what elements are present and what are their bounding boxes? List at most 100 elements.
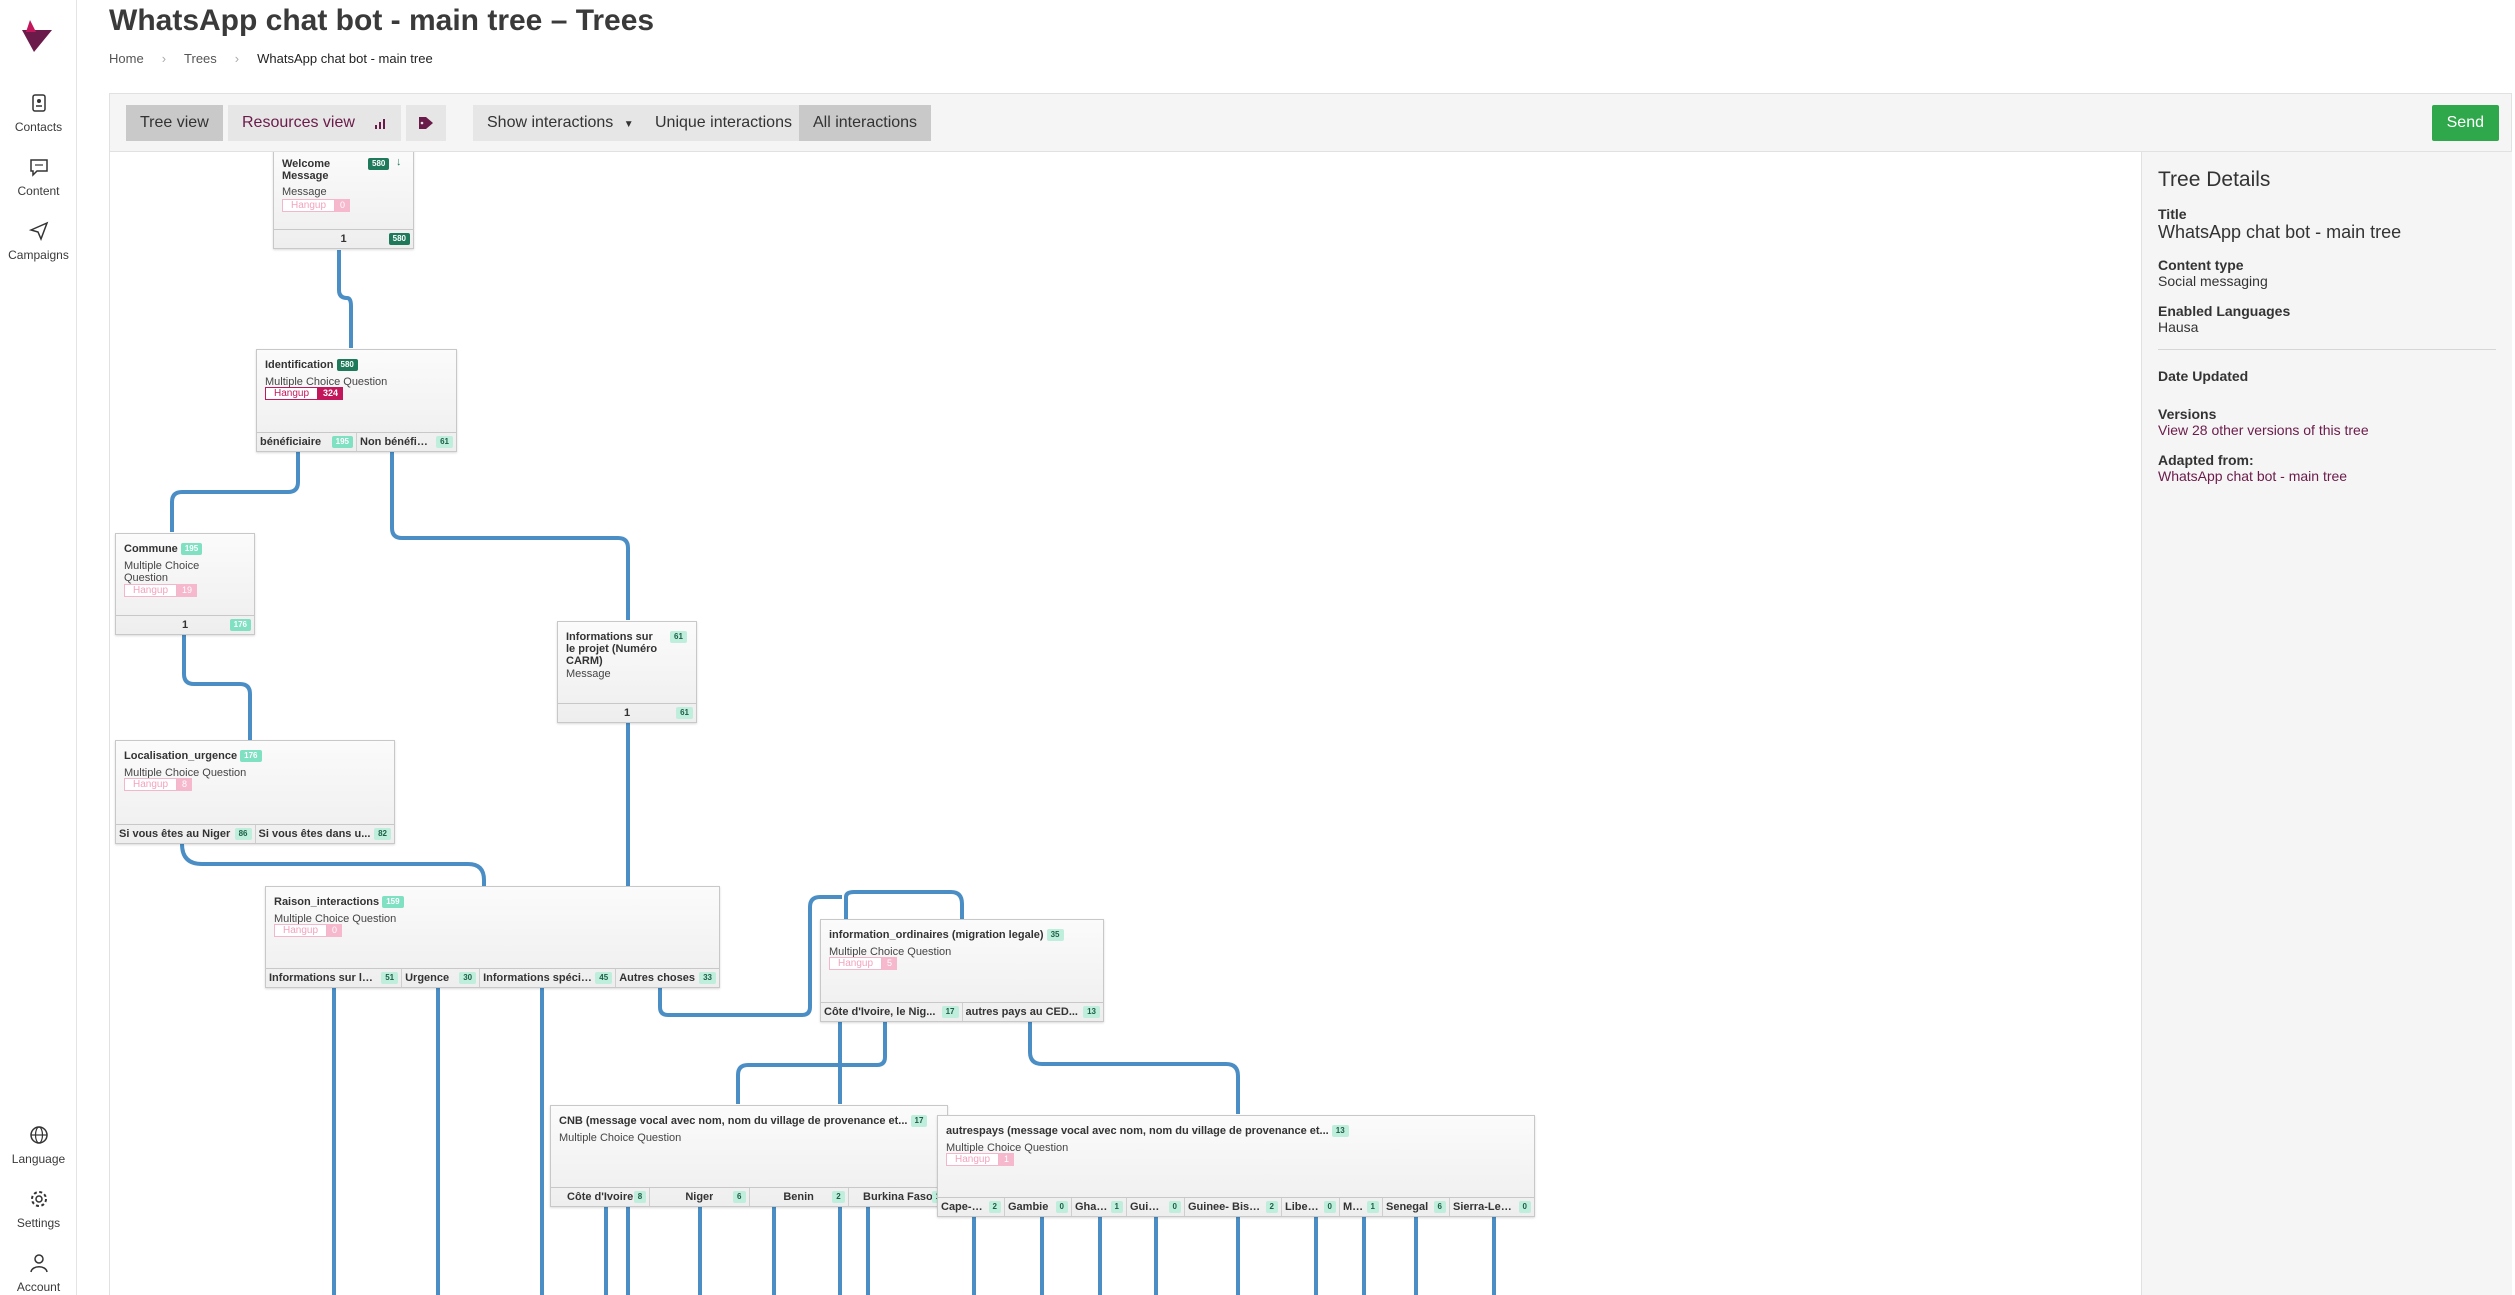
nav-contacts-label: Contacts	[14, 120, 63, 134]
hangup-indicator: Hangup 5	[829, 957, 898, 970]
tree-canvas[interactable]: Welcome Message 580 ↓ Message Hangup 0 1…	[109, 152, 2141, 1295]
node-title-text: CNB (message vocal avec nom, nom du vill…	[559, 1115, 908, 1127]
hangup-label: Hangup	[946, 1153, 1000, 1166]
show-interactions-dropdown[interactable]: Show interactions ▼	[473, 105, 648, 141]
node-exit[interactable]: Benin 2	[750, 1188, 849, 1206]
tree-view-button[interactable]: Tree view	[126, 105, 223, 141]
node-cnb[interactable]: CNB (message vocal avec nom, nom du vill…	[550, 1105, 948, 1207]
node-title-line: CARM)	[566, 655, 603, 667]
wire-welcome-identification	[337, 250, 353, 348]
node-information-ordinaires[interactable]: information_ordinaires (migration legale…	[820, 919, 1104, 1022]
node-exit[interactable]: Informations sur les... 51	[266, 969, 403, 987]
exit-count-badge: 2	[988, 1201, 1001, 1213]
exit-count-badge: 45	[595, 972, 613, 984]
adapted-from-link[interactable]: WhatsApp chat bot - main tree	[2158, 468, 2348, 484]
tags-button[interactable]	[406, 105, 446, 141]
hangup-count: 19	[177, 584, 198, 597]
caret-down-icon: ▼	[623, 119, 634, 130]
node-exit[interactable]: 1 61	[558, 704, 696, 722]
exit-label: Liberia	[1285, 1201, 1321, 1213]
node-exit[interactable]: Urgence 30	[402, 969, 481, 987]
exit-label: Ghana	[1075, 1201, 1108, 1213]
node-exit[interactable]: Si vous êtes dans u... 82	[256, 825, 395, 843]
nav-account[interactable]: Account	[0, 1252, 77, 1294]
exit-label: Gambie	[1008, 1201, 1049, 1213]
node-exit[interactable]: Si vous êtes au Niger 86	[116, 825, 256, 843]
node-exit[interactable]: Cape-Vert2	[938, 1198, 1005, 1216]
node-informations-projet[interactable]: Informations sur le projet (Numéro CARM)…	[557, 621, 697, 723]
node-exit[interactable]: Burkina Faso 1	[849, 1188, 947, 1206]
exit-label: Burkina Faso	[863, 1191, 933, 1203]
node-type: Multiple Choice Question	[265, 376, 388, 388]
nav-language[interactable]: Language	[0, 1124, 77, 1166]
node-identification[interactable]: Identification 580 Multiple Choice Quest…	[256, 349, 457, 452]
hangup-label: Hangup	[265, 387, 319, 400]
node-exit[interactable]: Informations spécif... 45	[480, 969, 617, 987]
wire-niger-raison	[180, 843, 486, 892]
node-count-badge: 176	[240, 750, 262, 763]
node-count-badge: 35	[1046, 929, 1064, 942]
exit-count-badge: 0	[1518, 1201, 1531, 1213]
node-title: Identification 580	[265, 359, 358, 372]
node-autrespays[interactable]: autrespays (message vocal avec nom, nom …	[937, 1115, 1535, 1217]
nav-campaigns-label: Campaigns	[8, 248, 69, 262]
tree-details-panel: Tree Details Title WhatsApp chat bot - m…	[2141, 152, 2512, 1295]
nav-contacts[interactable]: Contacts	[0, 92, 77, 134]
nav-account-label: Account	[16, 1280, 61, 1294]
nav-campaigns[interactable]: Campaigns	[0, 220, 77, 262]
breadcrumb-trees[interactable]: Trees	[184, 51, 217, 66]
all-interactions-button[interactable]: All interactions	[799, 105, 932, 141]
node-title-line: Welcome	[282, 158, 331, 170]
node-exit[interactable]: Côte d'Ivoire 8	[551, 1188, 651, 1206]
node-localisation-urgence[interactable]: Localisation_urgence 176 Multiple Choice…	[115, 740, 395, 844]
exit-label: 1	[340, 233, 347, 245]
node-exit[interactable]: Non bénéficiaire 61	[357, 433, 456, 451]
wire-nonbeneficiaire-info	[390, 452, 630, 620]
node-exit[interactable]: Côte d'Ivoire, le Nig... 17	[821, 1003, 963, 1021]
node-raison-interactions[interactable]: Raison_interactions 159 Multiple Choice …	[265, 886, 720, 988]
adapted-from-label: Adapted from:	[2158, 452, 2254, 468]
hangup-count: 1	[999, 1153, 1015, 1166]
unique-interactions-button[interactable]: Unique interactions	[641, 105, 806, 141]
app-logo-icon[interactable]	[20, 18, 54, 54]
node-exit[interactable]: autres pays au CED... 13	[963, 1003, 1104, 1021]
hangup-indicator: Hangup 0	[282, 199, 351, 212]
exit-count-badge: 13	[1083, 1006, 1100, 1018]
node-exit[interactable]: Autres choses 33	[616, 969, 719, 987]
node-exits: 1 176	[116, 615, 254, 634]
send-button[interactable]: Send	[2431, 105, 2499, 141]
node-exit[interactable]: 1 580	[274, 230, 413, 248]
nav-settings[interactable]: Settings	[0, 1188, 77, 1230]
nav-content[interactable]: Content	[0, 156, 77, 198]
exit-label: Cape-Vert	[941, 1201, 986, 1213]
title-value: WhatsApp chat bot - main tree	[2158, 222, 2402, 242]
node-exit[interactable]: bénéficiaire 195	[257, 433, 357, 451]
exit-label: Si vous êtes au Niger	[119, 828, 231, 840]
exit-label: autres pays au CED...	[965, 1006, 1079, 1018]
exit-count-badge: 17	[941, 1006, 959, 1018]
node-title-text: Raison_interactions	[274, 896, 380, 908]
exit-label: Non bénéficiaire	[360, 436, 433, 448]
stats-button[interactable]	[361, 105, 401, 141]
node-exit[interactable]: 1 176	[116, 616, 254, 634]
exit-count-badge: 33	[699, 972, 716, 984]
exit-label: Mali	[1343, 1201, 1364, 1213]
node-commune[interactable]: Commune 195 Multiple Choice Question Han…	[115, 533, 255, 635]
node-title-text: Commune	[124, 543, 178, 555]
node-count-badge: 195	[180, 543, 203, 556]
versions-link[interactable]: View 28 other versions of this tree	[2158, 422, 2369, 438]
resources-view-button[interactable]: Resources view	[228, 105, 369, 141]
node-welcome-message[interactable]: Welcome Message 580 ↓ Message Hangup 0 1…	[273, 152, 414, 249]
bar-chart-icon	[375, 118, 385, 129]
hangup-indicator: Hangup 1	[946, 1153, 1015, 1166]
breadcrumb-home[interactable]: Home	[109, 51, 144, 66]
node-exit[interactable]: Niger 6	[650, 1188, 750, 1206]
